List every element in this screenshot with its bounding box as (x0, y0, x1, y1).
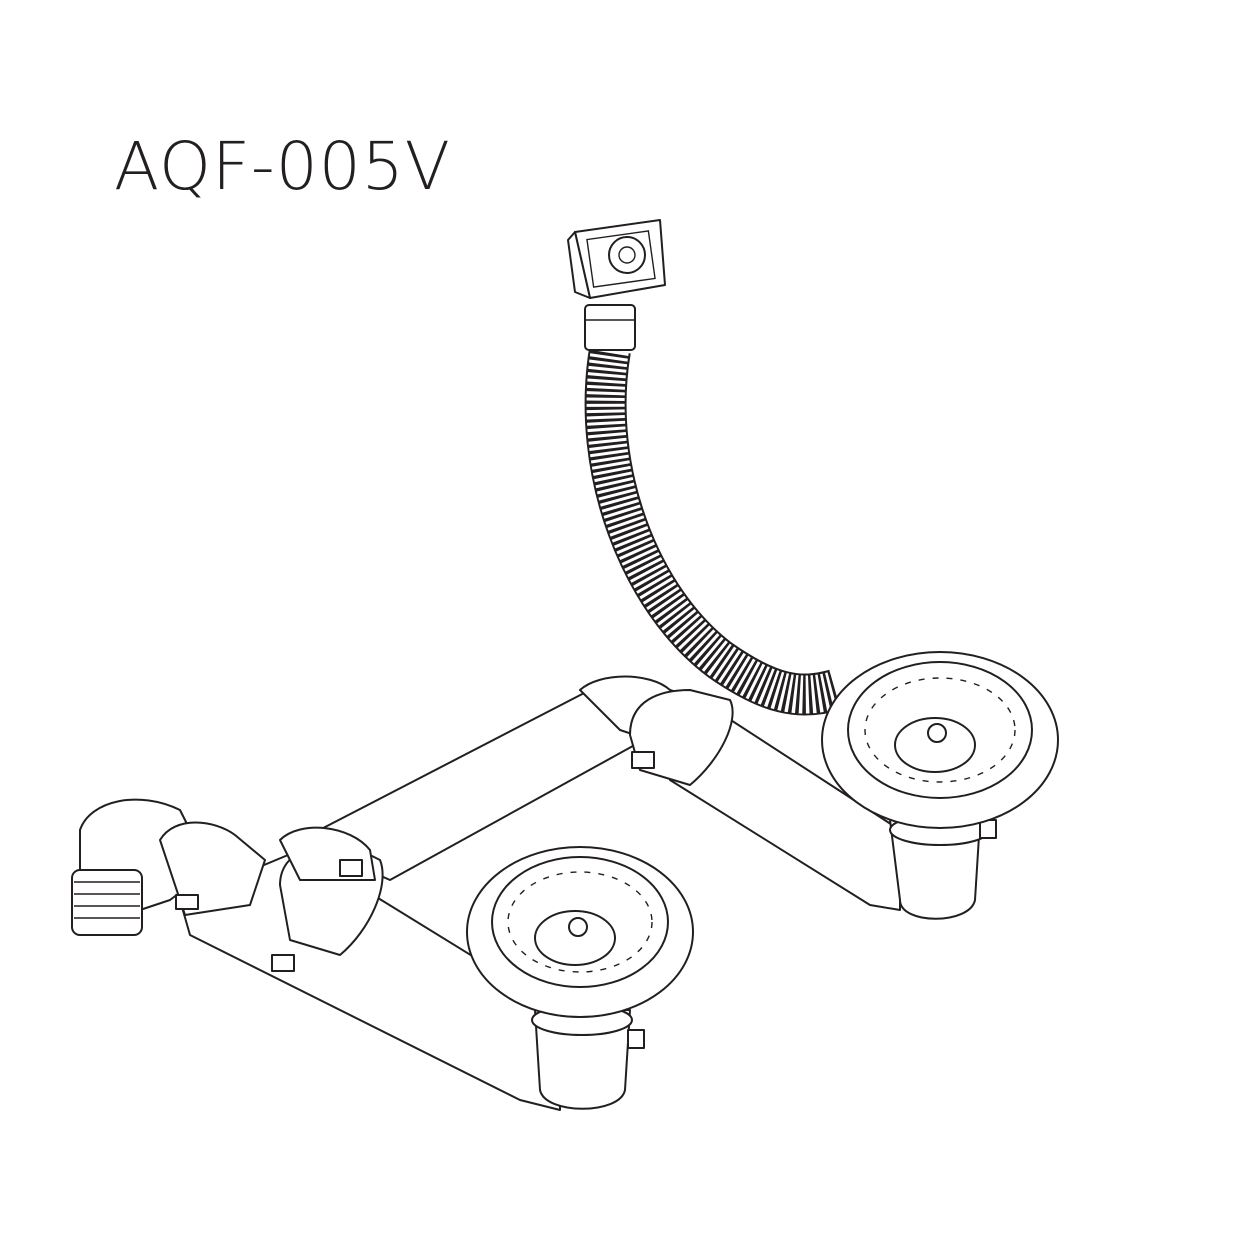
left-sink-strainer (466, 846, 694, 1110)
pipe-clip (175, 894, 199, 910)
model-code-label: AQF-005V (114, 128, 451, 205)
right-outlet-pipe (629, 689, 901, 911)
pipe-clip (271, 954, 295, 972)
overflow-head (567, 219, 666, 351)
pipe-clip (631, 751, 655, 769)
pipe-clip (339, 859, 363, 877)
stopper-knob-icon (568, 917, 588, 937)
overflow-grille-icon (608, 236, 646, 274)
thread-icon (71, 869, 143, 936)
front-outlet-pipe (179, 826, 561, 1111)
outlet-elbow (71, 798, 266, 936)
stopper-knob-icon (927, 723, 947, 743)
overflow-hose (584, 346, 841, 716)
right-sink-strainer (821, 651, 1059, 920)
hose-nut (584, 304, 636, 351)
